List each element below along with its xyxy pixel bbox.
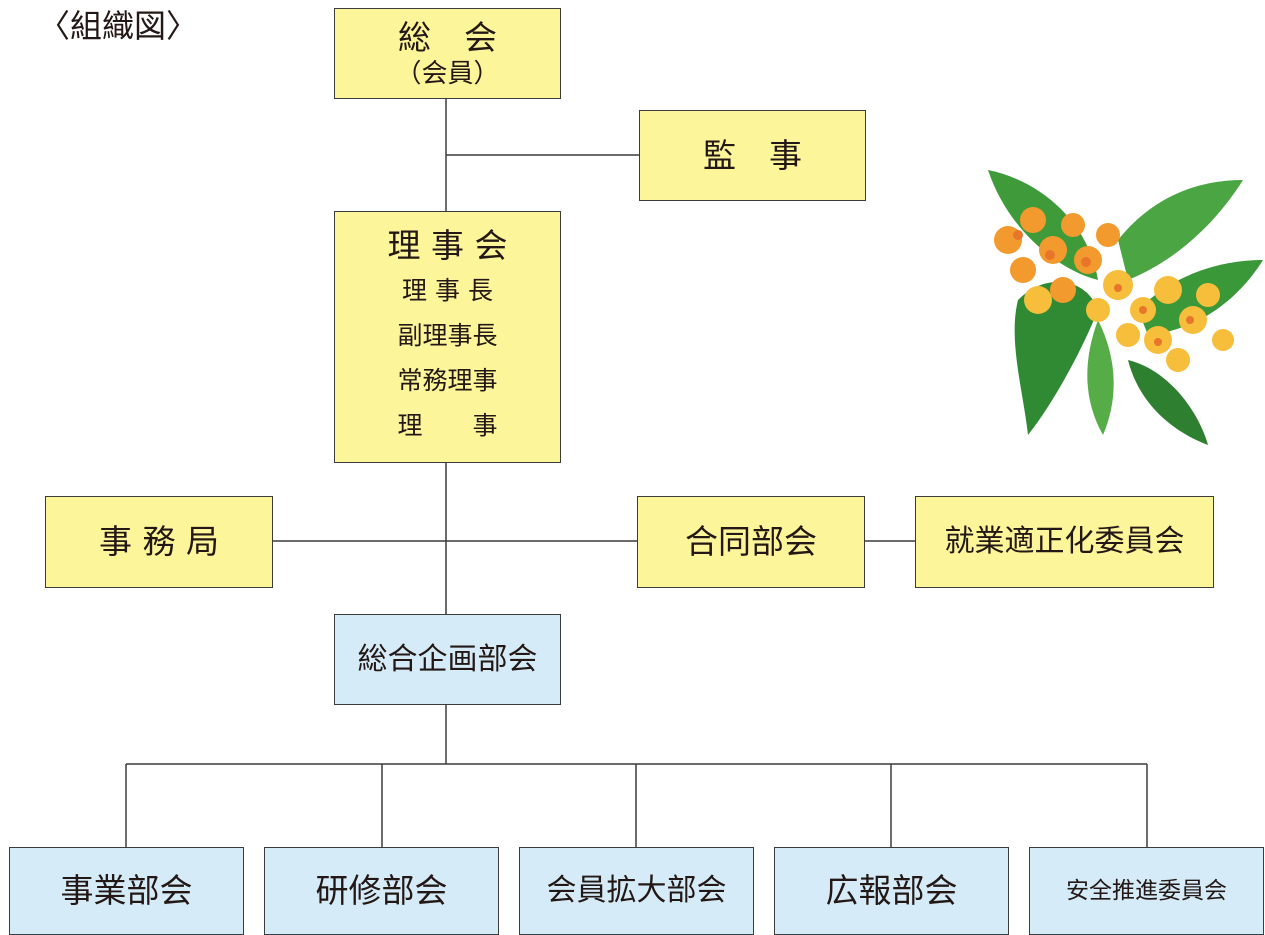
secretariat-label: 事 務 局 — [99, 522, 219, 561]
board-role: 副理事長 — [397, 321, 498, 350]
department-label: 広報部会 — [825, 871, 958, 910]
board-heading: 理 事 会 — [387, 226, 508, 265]
planning-box: 総合企画部会 — [334, 614, 561, 705]
department-box: 広報部会 — [774, 847, 1009, 935]
auditor-label: 監 事 — [703, 135, 802, 175]
department-box: 安全推進委員会 — [1029, 847, 1264, 935]
joint-committee-box: 合同部会 — [637, 496, 865, 588]
department-label: 研修部会 — [315, 871, 448, 910]
board-role: 常務理事 — [397, 366, 498, 395]
board-role: 理 事 — [397, 411, 498, 440]
flower-illustration-icon — [988, 170, 1263, 445]
planning-label: 総合企画部会 — [357, 641, 538, 677]
general-assembly-label: 総 会 — [398, 17, 497, 57]
employment-committee-label: 就業適正化委員会 — [944, 524, 1185, 559]
general-assembly-box: 総 会 （会員） — [334, 8, 561, 99]
department-box: 会員拡大部会 — [519, 847, 754, 935]
joint-committee-label: 合同部会 — [685, 522, 817, 561]
auditor-box: 監 事 — [639, 110, 866, 201]
department-box: 事業部会 — [9, 847, 244, 935]
employment-committee-box: 就業適正化委員会 — [915, 496, 1214, 588]
general-assembly-members: （会員） — [395, 58, 500, 89]
chart-title: 〈組織図〉 — [38, 7, 199, 45]
department-box: 研修部会 — [264, 847, 499, 935]
department-label: 事業部会 — [60, 871, 193, 910]
department-label: 会員拡大部会 — [546, 873, 727, 908]
department-label: 安全推進委員会 — [1066, 878, 1227, 904]
board-box: 理 事 会 理 事 長 副理事長 常務理事 理 事 — [334, 211, 561, 463]
secretariat-box: 事 務 局 — [45, 496, 273, 588]
board-role: 理 事 長 — [402, 276, 493, 305]
